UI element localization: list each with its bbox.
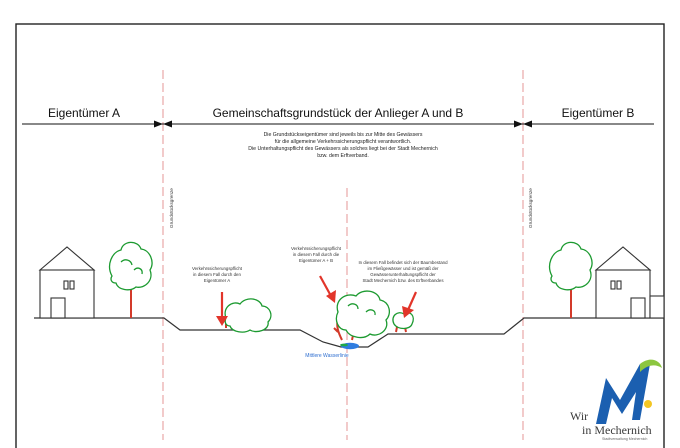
arrow-left	[216, 292, 228, 326]
house-left	[38, 246, 96, 319]
arrow-middle	[319, 275, 336, 303]
logo-text-line-2: in Mechernich	[582, 423, 652, 437]
waterline-label: Mittlere Wasserlinie	[305, 353, 349, 359]
shared-plot-label: Gemeinschaftsgrundstück der Anlieger A u…	[213, 106, 464, 120]
center-note-line-4: bzw. dem Erftverband.	[317, 153, 369, 159]
middle-note-line-3: Eigentümer A + B	[299, 258, 333, 263]
middle-note-line-1: Verkehrssicherungspflicht	[291, 246, 342, 251]
left-note-line-2: in diesem Fall durch den	[193, 272, 241, 277]
shrub-center	[333, 290, 391, 341]
boundary-label-left: Grundstücksgrenze	[169, 188, 174, 228]
center-note-line-2: für die allgemeine Verkehrssicherungspfl…	[275, 139, 411, 145]
right-note-line-4: Stadt Mechernich bzw. des Erftverbandes	[362, 278, 444, 283]
logo-yellow-dot	[644, 400, 652, 408]
dim-arrow-1	[154, 120, 163, 128]
left-note-line-1: Verkehrssicherungspflicht	[192, 266, 243, 271]
owner-a-label: Eigentümer A	[48, 106, 120, 120]
dim-arrow-2	[163, 120, 172, 128]
tree-left	[108, 241, 153, 318]
logo-tagline: Stadtverwaltung Mechernich	[602, 437, 647, 441]
shrub-right	[392, 312, 414, 333]
left-note-line-3: Eigentümer A	[204, 278, 230, 283]
dim-arrow-4	[523, 120, 532, 128]
logo-green-swoosh	[640, 359, 662, 372]
center-note-line-3: Die Unterhaltungspflicht des Gewässers a…	[248, 146, 438, 152]
middle-note-line-2: in diesem Fall durch die	[293, 252, 340, 257]
tree-right	[548, 241, 593, 318]
owner-b-label: Eigentümer B	[562, 106, 635, 120]
logo-m-shape	[596, 364, 650, 424]
ground-profile	[34, 317, 664, 348]
right-note-line-3: Gewässerunterhaltungspflicht der	[370, 272, 436, 277]
house-right	[594, 246, 665, 319]
diagram-frame	[15, 23, 665, 448]
water-plant	[340, 343, 348, 347]
center-note-line-1: Die Grundstückseigentümer sind jeweils b…	[264, 132, 423, 138]
city-logo: Wir in Mechernich Stadtverwaltung Mecher…	[570, 359, 662, 441]
right-note-line-1: In diesem Fall befindet sich der Baumbes…	[358, 260, 448, 265]
boundary-label-right: Grundstücksgrenze	[528, 188, 533, 228]
dim-arrow-3	[514, 120, 523, 128]
logo-text-line-1: Wir	[570, 409, 588, 423]
arrow-right	[402, 291, 418, 318]
right-note-line-2: im Fließgewässer und ist gemäß der	[367, 266, 439, 271]
